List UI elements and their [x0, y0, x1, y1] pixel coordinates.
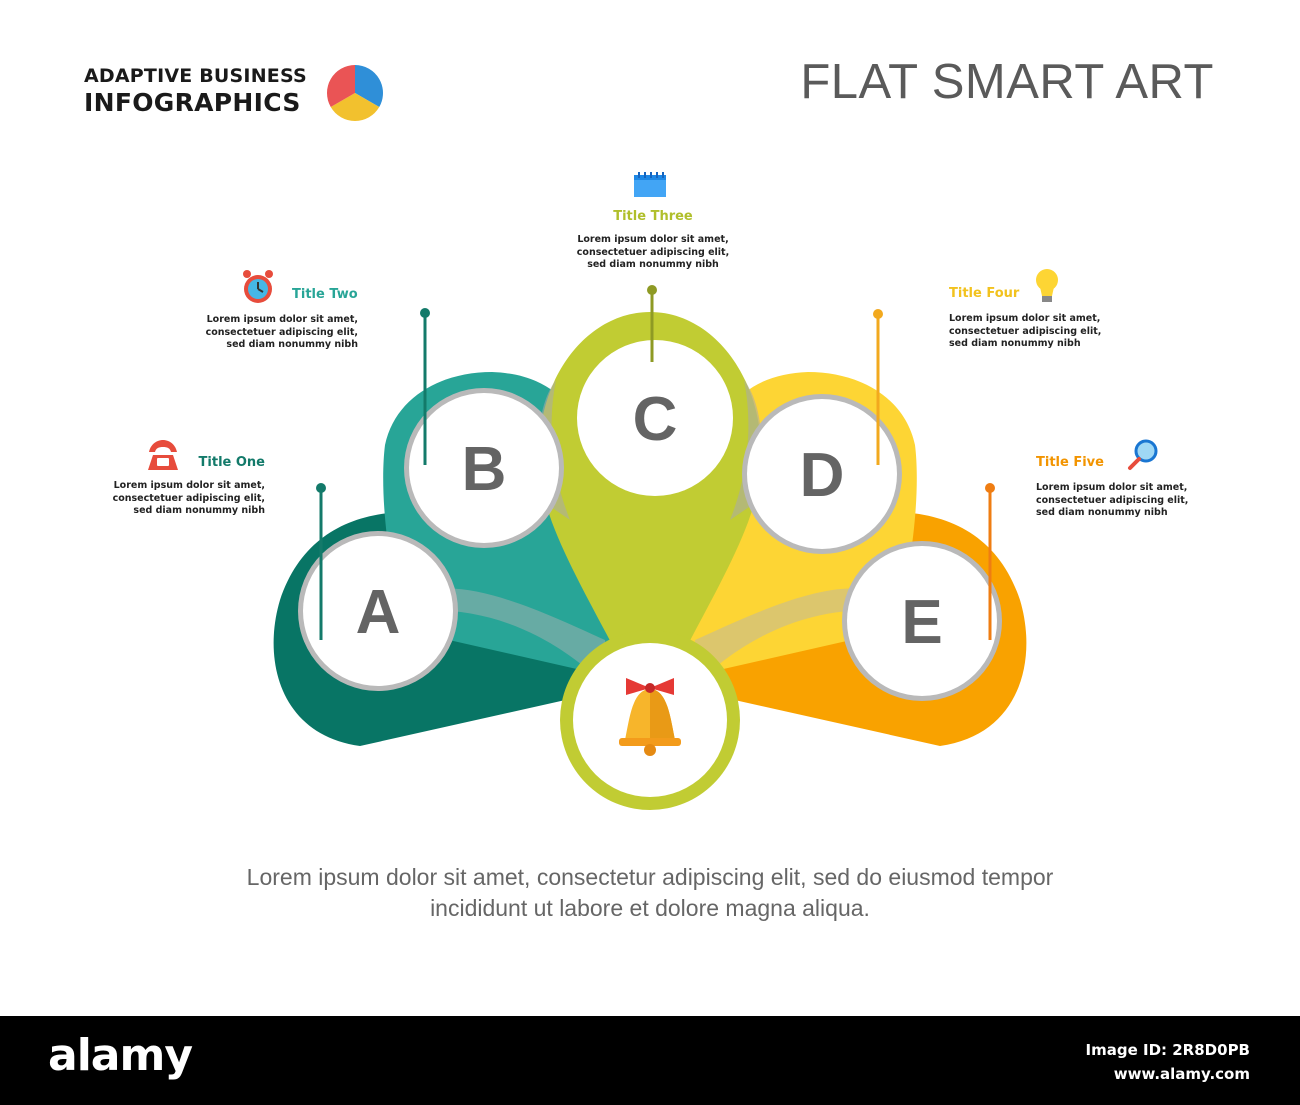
telephone-icon	[148, 440, 178, 470]
alarm-clock-icon	[243, 270, 273, 303]
stock-info: Image ID: 2R8D0PB www.alamy.com	[1086, 1038, 1250, 1086]
label-a-body-1: Lorem ipsum dolor sit amet,	[113, 480, 265, 491]
label-b-title: Title Two	[292, 287, 358, 302]
label-b-body-3: sed diam nonummy nibh	[226, 339, 358, 350]
label-b: Lorem ipsum dolor sit amet, consectetuer…	[178, 314, 358, 352]
stock-image-id: Image ID: 2R8D0PB	[1085, 1041, 1250, 1059]
label-e-body-2: consectetuer adipiscing elit,	[1036, 494, 1189, 506]
label-c-body-2: consectetuer adipiscing elit,	[576, 246, 730, 258]
stock-url: www.alamy.com	[1113, 1065, 1250, 1083]
caption: Lorem ipsum dolor sit amet, consectetur …	[150, 862, 1150, 924]
label-d-body-3: sed diam nonummy nibh	[949, 338, 1081, 349]
letter-b: B	[462, 435, 507, 504]
label-c-body-3: sed diam nonummy nibh	[587, 259, 719, 270]
brand-pie-icon	[326, 65, 384, 122]
label-c-title: Title Three	[613, 209, 693, 224]
label-d-body-1: Lorem ipsum dolor sit amet,	[949, 313, 1101, 324]
letter-d: D	[800, 441, 845, 510]
label-d-body-2: consectetuer adipiscing elit,	[949, 325, 1102, 337]
label-c: Title Three Lorem ipsum dolor sit amet, …	[563, 209, 743, 272]
bell-icon	[619, 678, 681, 756]
label-a: Title One Lorem ipsum dolor sit amet, co…	[85, 455, 265, 518]
label-d-title: Title Four	[949, 286, 1020, 301]
label-b-title-wrap: Title Two	[292, 287, 412, 302]
letter-a: A	[356, 578, 401, 647]
label-e: Title Five Lorem ipsum dolor sit amet, c…	[1036, 455, 1216, 520]
label-e-body-3: sed diam nonummy nibh	[1036, 507, 1168, 518]
label-c-body-1: Lorem ipsum dolor sit amet,	[577, 234, 729, 245]
stock-logo: alamy	[48, 1030, 193, 1081]
label-a-title: Title One	[198, 455, 265, 470]
label-d: Title Four Lorem ipsum dolor sit amet, c…	[949, 286, 1129, 351]
magnifier-icon	[1128, 439, 1158, 470]
brand-logo: ADAPTIVE BUSINESS INFOGRAPHICS	[84, 64, 307, 118]
label-b-body-1: Lorem ipsum dolor sit amet,	[206, 314, 358, 325]
label-a-body-2: consectetuer adipiscing elit,	[112, 492, 265, 504]
label-e-title: Title Five	[1036, 455, 1104, 470]
light-bulb-icon	[1036, 269, 1058, 302]
stock-banner	[0, 1016, 1300, 1105]
brand-line2: INFOGRAPHICS	[84, 88, 301, 117]
letter-e: E	[901, 588, 942, 657]
petal-diagram: A B C D E	[148, 172, 1158, 810]
caption-line1: Lorem ipsum dolor sit amet, consectetur …	[246, 864, 1054, 890]
page-title: FLAT SMART ART	[800, 55, 1214, 109]
calendar-icon	[634, 172, 666, 197]
label-b-body-2: consectetuer adipiscing elit,	[205, 326, 358, 338]
label-a-body-3: sed diam nonummy nibh	[133, 505, 265, 516]
caption-line2: incididunt ut labore et dolore magna ali…	[430, 895, 870, 921]
letter-c: C	[633, 385, 678, 454]
brand-line1: ADAPTIVE BUSINESS	[84, 65, 307, 87]
label-e-body-1: Lorem ipsum dolor sit amet,	[1036, 482, 1188, 493]
